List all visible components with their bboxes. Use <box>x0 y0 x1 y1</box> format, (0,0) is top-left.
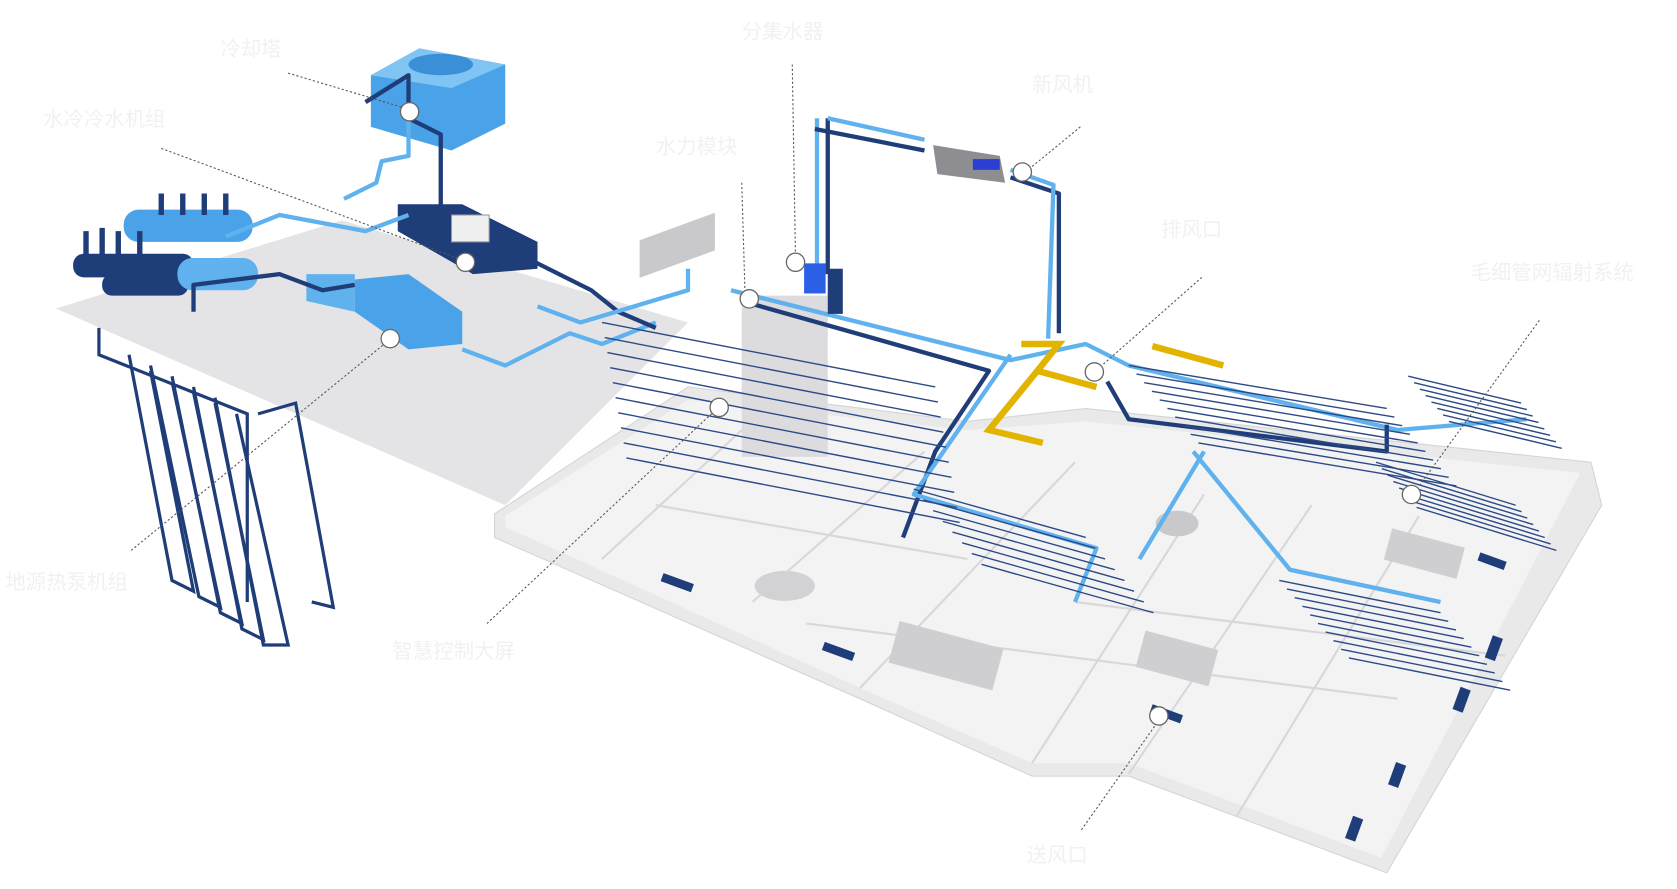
vent-7 <box>1484 635 1503 662</box>
label-fresh-air-unit: 新风机 <box>1032 72 1093 96</box>
radiant-coils <box>601 321 1562 691</box>
label-hydraulic-module: 水力模块 <box>656 135 738 159</box>
hotspot-cooling-tower[interactable] <box>399 102 420 122</box>
coil-pipe <box>932 509 1106 560</box>
coil-pipe <box>981 563 1154 614</box>
hotspot-water-chiller[interactable] <box>455 252 476 273</box>
vent-8 <box>1477 552 1507 570</box>
building-floorplan <box>493 212 1603 874</box>
coil-pipe <box>1416 506 1557 552</box>
hotspot-hydraulic-module[interactable] <box>739 289 760 309</box>
coil-pipe <box>620 427 955 494</box>
coil-pipe <box>1128 364 1387 410</box>
header-manifold <box>73 193 259 296</box>
label-supply-vent: 送风口 <box>1027 843 1088 867</box>
coil-pipe <box>1175 416 1434 461</box>
coil-pipe <box>1286 588 1449 623</box>
hotspot-capillary-radiant[interactable] <box>1401 484 1422 505</box>
label-capillary-radiant: 毛细管网辐射系统 <box>1471 260 1634 284</box>
coil-pipe <box>1442 414 1557 443</box>
coil-pipe <box>1425 394 1539 424</box>
coil-pipe <box>1398 487 1540 532</box>
coil-pipe <box>1381 468 1522 513</box>
coil-pipe <box>1310 614 1472 648</box>
coil-pipe <box>1341 648 1503 683</box>
vent-5 <box>1345 815 1364 842</box>
hotspot-fresh-air-unit[interactable] <box>1012 162 1033 182</box>
coil-pipe <box>612 382 947 448</box>
coil-pipe <box>1302 605 1464 640</box>
label-exhaust-vent: 排风口 <box>1161 217 1222 241</box>
coil-pipe <box>923 499 1096 549</box>
label-manifold: 分集水器 <box>742 20 824 44</box>
coil-pipe <box>1136 373 1395 418</box>
vent-1 <box>660 573 694 593</box>
coil-pipe <box>961 542 1135 592</box>
coil-pipe <box>1375 461 1516 506</box>
coil-pipe <box>1294 596 1457 631</box>
coil-pipe <box>1279 579 1441 614</box>
coil-pipe <box>1159 399 1418 444</box>
coil-pipe <box>623 442 958 509</box>
coil-pipe <box>604 336 939 403</box>
hotspot-exhaust-vent[interactable] <box>1084 362 1105 382</box>
hotspot-ground-source-heat-pump[interactable] <box>380 328 401 349</box>
coil-pipe <box>1448 420 1562 449</box>
bed-1 <box>888 621 1004 691</box>
hotspot-smart-control-screen[interactable] <box>709 397 729 418</box>
coil-pipe <box>1333 639 1495 674</box>
hotspot-manifold[interactable] <box>785 252 806 273</box>
coil-pipe <box>607 351 941 418</box>
coil-pipe <box>618 412 952 478</box>
coil-pipe <box>626 457 960 524</box>
label-water-chiller: 水冷冷水机组 <box>43 107 165 131</box>
coil-pipe <box>1144 382 1403 427</box>
coil-pipe <box>913 488 1086 539</box>
fresh-air-unit <box>933 145 1006 183</box>
vent-2 <box>821 641 856 661</box>
sofa <box>639 212 715 278</box>
coil-pipe <box>1431 401 1545 430</box>
coil-pipe <box>952 531 1125 582</box>
coil-pipe <box>1167 407 1426 453</box>
coil-pipe <box>1325 631 1488 666</box>
vent-6 <box>1452 686 1471 713</box>
coil-pipe <box>942 520 1115 571</box>
exhaust-ducts <box>983 340 1225 447</box>
coil-pipe <box>610 366 944 433</box>
hotspot-supply-vent[interactable] <box>1149 706 1169 726</box>
coil-pipe <box>1408 375 1522 404</box>
bed-2 <box>1135 630 1219 687</box>
leader-lines <box>130 64 1540 831</box>
water-chiller <box>397 204 538 275</box>
coil-pipe <box>1437 407 1551 437</box>
coil-pipe <box>1190 433 1449 478</box>
label-ground-source-heat-pump: 地源热泵机组 <box>5 570 127 594</box>
label-smart-control-screen: 智慧控制大屏 <box>392 639 514 663</box>
coil-pipe <box>1387 474 1528 519</box>
coil-pipe <box>1317 622 1480 657</box>
equipment-platform <box>55 220 689 506</box>
ground-loops <box>97 327 336 647</box>
ground-source-heat-pump-unit <box>306 274 463 350</box>
dining-table <box>754 570 815 601</box>
coil-pipe <box>1348 657 1511 691</box>
label-cooling-tower: 冷却塔 <box>220 37 281 61</box>
coil-pipe <box>1410 500 1551 545</box>
coil-pipe <box>601 321 936 388</box>
bed-3 <box>1383 528 1465 579</box>
coil-pipe <box>1182 424 1442 470</box>
hydraulic-module <box>804 263 843 314</box>
cooling-tower <box>370 48 506 151</box>
coil-pipe <box>1413 382 1528 411</box>
coil-pipe <box>1419 388 1533 417</box>
coil-pipe <box>615 397 949 463</box>
coil-pipe <box>1151 390 1411 435</box>
coil-pipe <box>1404 493 1545 539</box>
vent-4 <box>1388 762 1407 788</box>
piping <box>191 73 1527 605</box>
coil-pipe <box>971 552 1144 603</box>
